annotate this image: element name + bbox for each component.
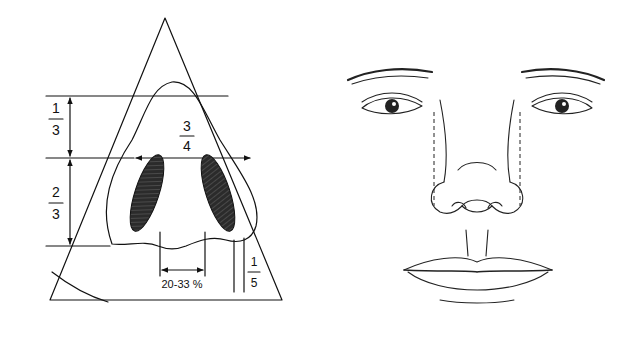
nostril <box>123 151 171 235</box>
nose-base-outline <box>106 82 257 249</box>
fraction-bar <box>248 271 260 272</box>
fraction-denominator: 3 <box>51 207 61 221</box>
fraction-bar <box>49 118 63 119</box>
face-sketch <box>348 69 604 303</box>
extension-line <box>233 240 234 292</box>
fraction-numerator: 1 <box>51 101 61 115</box>
dimension-arrow <box>69 98 70 156</box>
fraction-bar <box>180 135 194 136</box>
dimension-arrow <box>69 160 70 244</box>
extension-line <box>159 232 160 276</box>
alignment-guide <box>434 112 520 206</box>
iris <box>385 99 569 113</box>
fraction-denominator: 5 <box>250 277 259 289</box>
reference-line <box>46 157 134 158</box>
fraction-denominator: 3 <box>51 123 61 137</box>
eye-highlight <box>392 102 566 106</box>
fraction-numerator: 2 <box>51 185 61 199</box>
fraction-denominator: 4 <box>182 139 192 153</box>
dimension-arrow <box>162 269 203 270</box>
reference-line <box>46 95 228 96</box>
proportion-triangle <box>50 18 282 300</box>
percentage-label: 20-33 % <box>161 279 204 290</box>
extension-line <box>243 238 244 292</box>
fraction-numerator: 1 <box>250 256 259 268</box>
extension-line <box>204 232 205 276</box>
fraction-bar <box>49 202 63 203</box>
fraction-numerator: 3 <box>182 119 192 133</box>
lip-contour <box>52 272 108 302</box>
nostril <box>194 151 242 235</box>
reference-line <box>46 245 110 246</box>
